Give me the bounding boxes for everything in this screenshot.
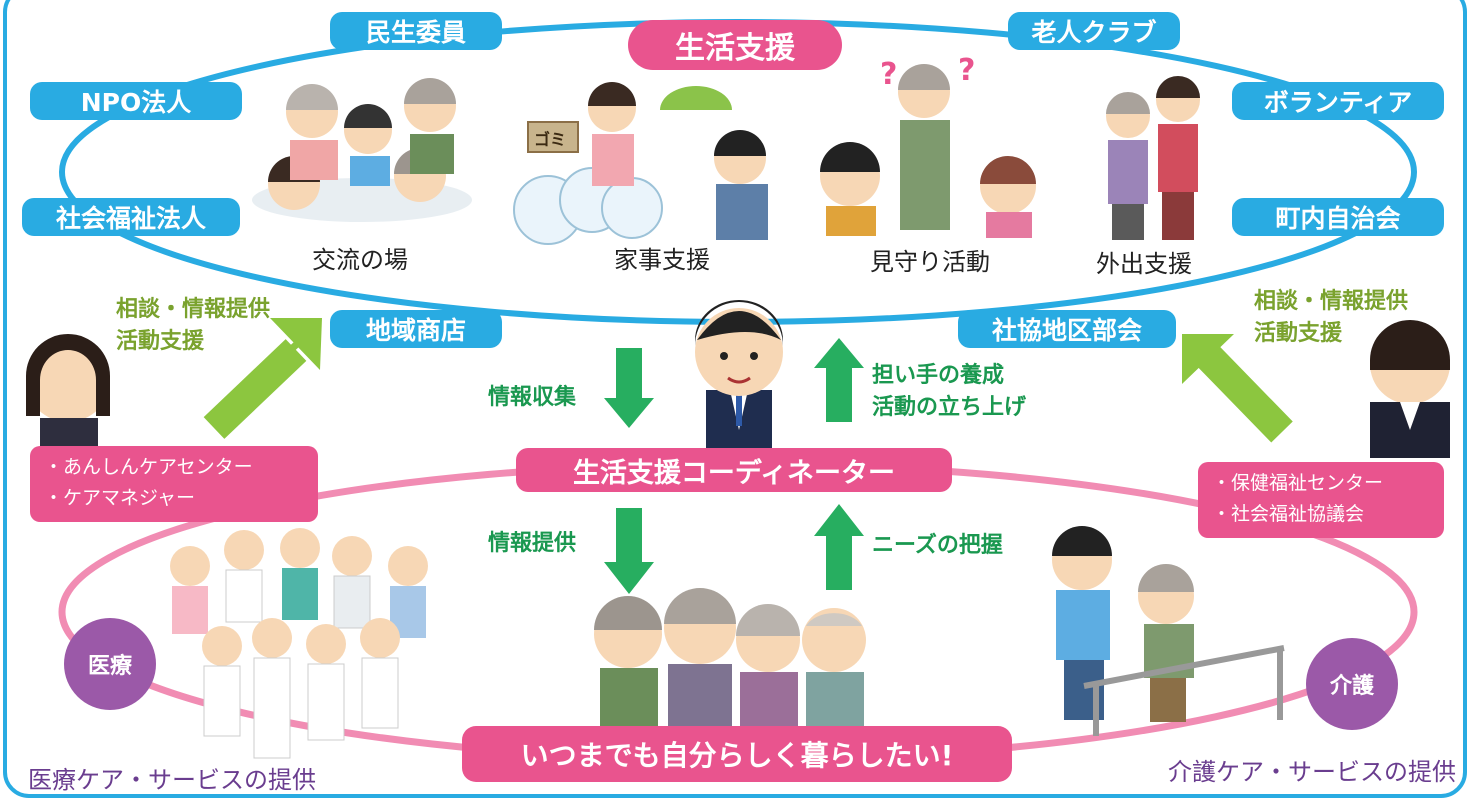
- ninaite-line1: 担い手の養成: [872, 363, 1005, 388]
- ninaite-arrow: [814, 338, 864, 422]
- tag-chounai: 町内自治会: [1232, 198, 1444, 236]
- outing-illustration: [1106, 76, 1200, 240]
- ninaite-line2: 活動の立ち上げ: [872, 395, 1027, 420]
- elderly-group-illustration: [594, 588, 866, 732]
- left-support-arrow: [203, 318, 322, 439]
- tag-volunteer: ボランティア: [1232, 82, 1444, 120]
- svg-text:?: ?: [880, 57, 897, 92]
- left-support-text: 相談・情報提供 活動支援: [116, 294, 270, 358]
- wish-banner: いつまでも自分らしく暮らしたい!: [462, 726, 1012, 782]
- tag-shakyo: 社協地区部会: [958, 310, 1176, 348]
- coordinator-title: 生活支援コーディネーター: [516, 448, 952, 492]
- outer-frame: [3, 0, 1467, 798]
- activity-mimamori: 見守り活動: [870, 248, 990, 276]
- medical-circle: 医療: [64, 618, 156, 710]
- left-organization-box: ・あんしんケアセンター ・ケアマネジャー: [30, 446, 318, 522]
- medical-service-label: 医療ケア・サービスの提供: [28, 766, 316, 794]
- watching-illustration: ? ?: [820, 53, 1036, 238]
- info-provide-arrow: [604, 508, 654, 594]
- garbage-sign: ゴミ: [534, 130, 567, 149]
- right-support-arrow: [1182, 334, 1293, 443]
- activity-kouryu: 交流の場: [312, 246, 408, 274]
- life-support-title: 生活支援: [628, 20, 842, 70]
- svg-text:?: ?: [958, 53, 975, 88]
- exchange-people-illustration: [252, 78, 472, 222]
- right-support-line2: 活動支援: [1254, 321, 1343, 346]
- coordinator-illustration: [695, 300, 783, 448]
- medical-staff-illustration: [170, 528, 428, 759]
- info-collect-arrow: [604, 348, 654, 428]
- housework-illustration: [513, 82, 768, 245]
- right-support-line1: 相談・情報提供: [1254, 289, 1409, 314]
- ninaite-label: 担い手の養成 活動の立ち上げ: [872, 360, 1026, 424]
- left-support-line2: 活動支援: [116, 329, 205, 354]
- tag-npo: NPO法人: [30, 82, 242, 120]
- right-organization-box: ・保健福祉センター ・社会福祉協議会: [1198, 462, 1444, 538]
- right-staff-illustration: [1370, 320, 1450, 458]
- tag-roujin: 老人クラブ: [1008, 12, 1180, 50]
- left-support-line1: 相談・情報提供: [116, 297, 271, 322]
- info-collect-label: 情報収集: [488, 385, 577, 410]
- care-illustration: [1052, 526, 1285, 736]
- right-box-item-1: ・保健福祉センター: [1212, 472, 1384, 494]
- left-staff-illustration: [26, 334, 110, 446]
- needs-arrow: [814, 504, 864, 590]
- tag-shakai: 社会福祉法人: [22, 198, 240, 236]
- right-box-item-2: ・社会福祉協議会: [1212, 503, 1365, 525]
- left-box-item-2: ・ケアマネジャー: [44, 487, 196, 509]
- left-box-item-1: ・あんしんケアセンター: [44, 456, 253, 478]
- needs-label: ニーズの把握: [872, 533, 1003, 558]
- tag-minsei: 民生委員: [330, 12, 502, 50]
- activity-gaishutsu: 外出支援: [1096, 250, 1192, 278]
- info-provide-label: 情報提供: [488, 531, 577, 556]
- activity-kaji: 家事支援: [614, 246, 710, 274]
- tag-chiiki: 地域商店: [330, 310, 502, 348]
- right-support-text: 相談・情報提供 活動支援: [1254, 286, 1408, 350]
- care-service-label: 介護ケア・サービスの提供: [1168, 758, 1456, 786]
- care-circle: 介護: [1306, 638, 1398, 730]
